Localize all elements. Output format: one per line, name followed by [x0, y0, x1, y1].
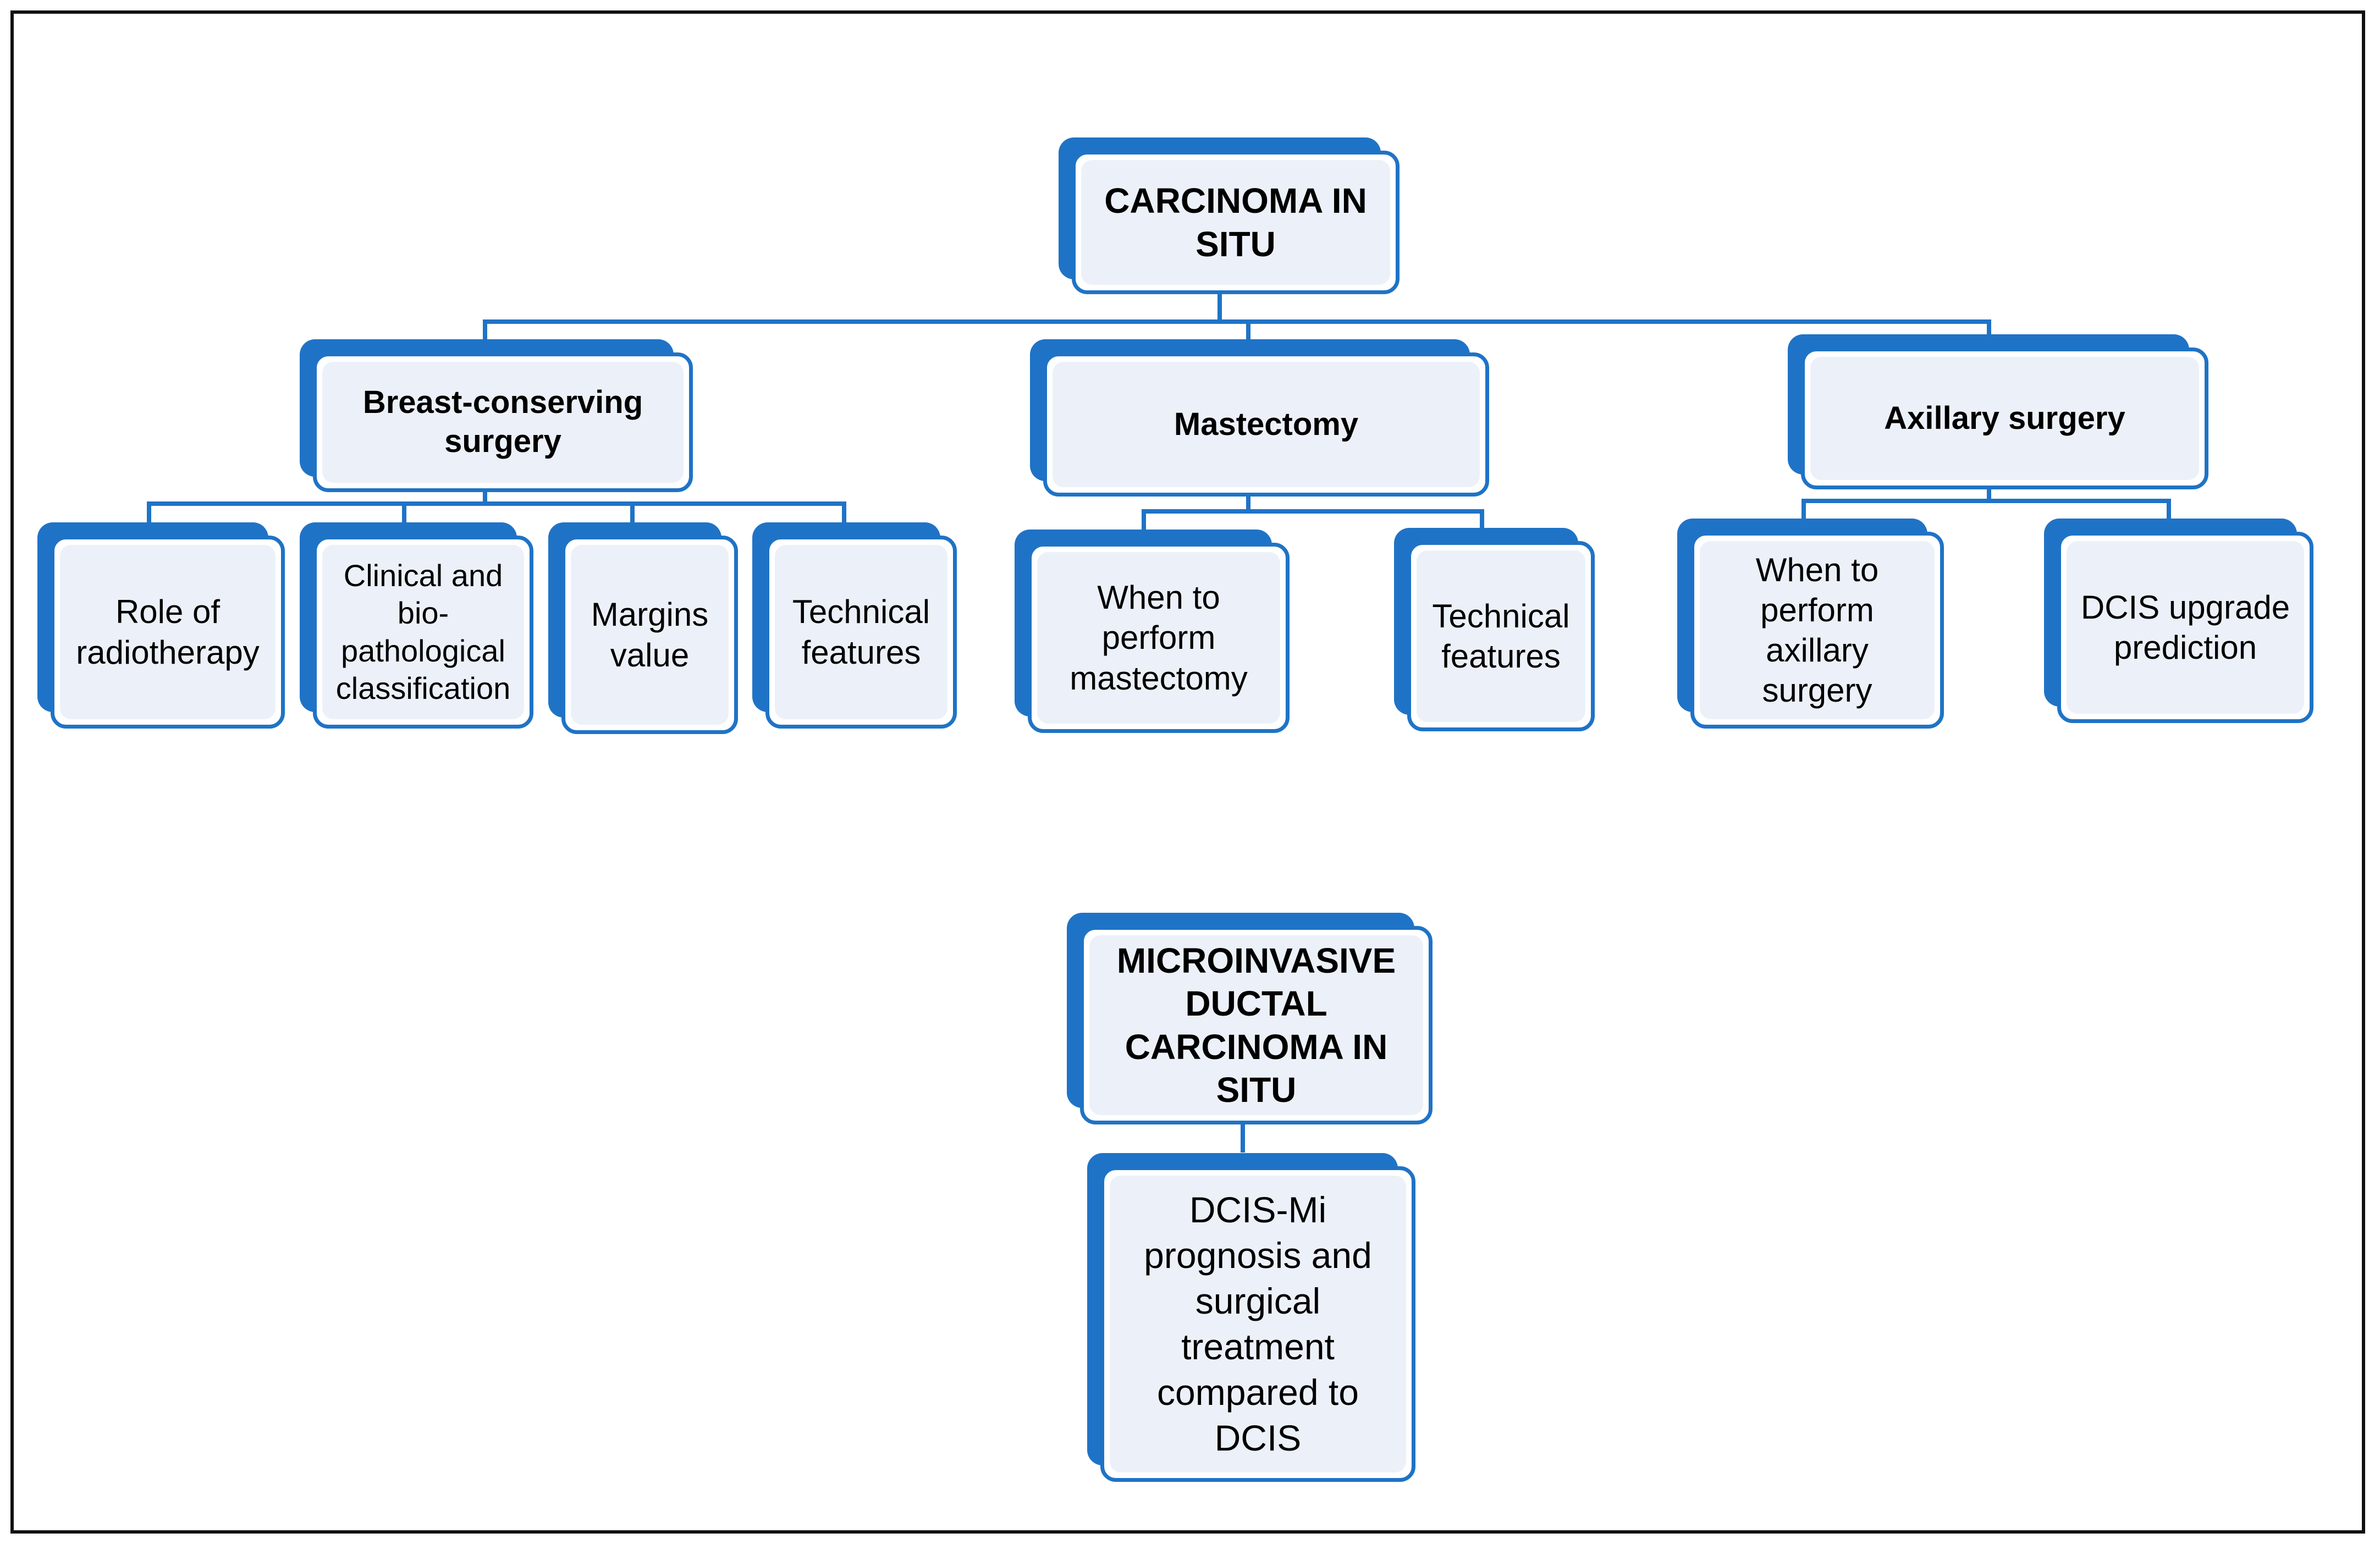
mastectomy-node: Mastectomy: [1030, 339, 1489, 497]
margins-value-label: Margins value: [591, 596, 709, 674]
dcis-upgrade-prediction-label: DCIS upgrade prediction: [2080, 588, 2290, 666]
diagram-frame: [10, 10, 2365, 1534]
clinical-biopathological-classification-node: Clinical and bio- pathological classific…: [300, 522, 533, 729]
microinvasive-dcis-label: MICROINVASIVE DUCTAL CARCINOMA IN SITU: [1116, 941, 1396, 1110]
bcs-technical-features-node: Technical features: [752, 522, 957, 729]
mastectomy-technical-features-node: Technical features: [1394, 528, 1595, 731]
when-to-perform-axillary-surgery-label: When to perform axillary surgery: [1755, 551, 1879, 709]
axillary-surgery-node: Axillary surgery: [1788, 334, 2208, 489]
bcs-technical-features-label: Technical features: [792, 593, 930, 671]
role-of-radiotherapy-label: Role of radiotherapy: [76, 593, 260, 671]
dcis-mi-prognosis-node: DCIS-Mi prognosis and surgical treatment…: [1087, 1153, 1415, 1482]
when-to-perform-mastectomy-label: When to perform mastectomy: [1070, 579, 1248, 697]
mastectomy-label: Mastectomy: [1174, 406, 1359, 442]
carcinoma-in-situ-label: CARCINOMA IN SITU: [1104, 181, 1367, 264]
mastectomy-technical-features-label: Technical features: [1432, 597, 1570, 675]
breast-conserving-surgery-node: Breast-conserving surgery: [300, 339, 693, 492]
breast-conserving-surgery-label: Breast-conserving surgery: [362, 384, 643, 459]
dcis-upgrade-prediction-node: DCIS upgrade prediction: [2044, 519, 2313, 723]
role-of-radiotherapy-node: Role of radiotherapy: [37, 522, 285, 729]
margins-value-node: Margins value: [548, 522, 738, 734]
microinvasive-dcis-node: MICROINVASIVE DUCTAL CARCINOMA IN SITU: [1067, 913, 1433, 1124]
axillary-surgery-label: Axillary surgery: [1884, 400, 2125, 436]
dcis-mi-prognosis-label: DCIS-Mi prognosis and surgical treatment…: [1144, 1189, 1372, 1459]
clinical-biopathological-classification-label: Clinical and bio- pathological classific…: [335, 558, 511, 705]
carcinoma-in-situ-node: CARCINOMA IN SITU: [1059, 137, 1400, 294]
when-to-perform-mastectomy-node: When to perform mastectomy: [1015, 530, 1290, 733]
when-to-perform-axillary-surgery-node: When to perform axillary surgery: [1677, 519, 1944, 729]
